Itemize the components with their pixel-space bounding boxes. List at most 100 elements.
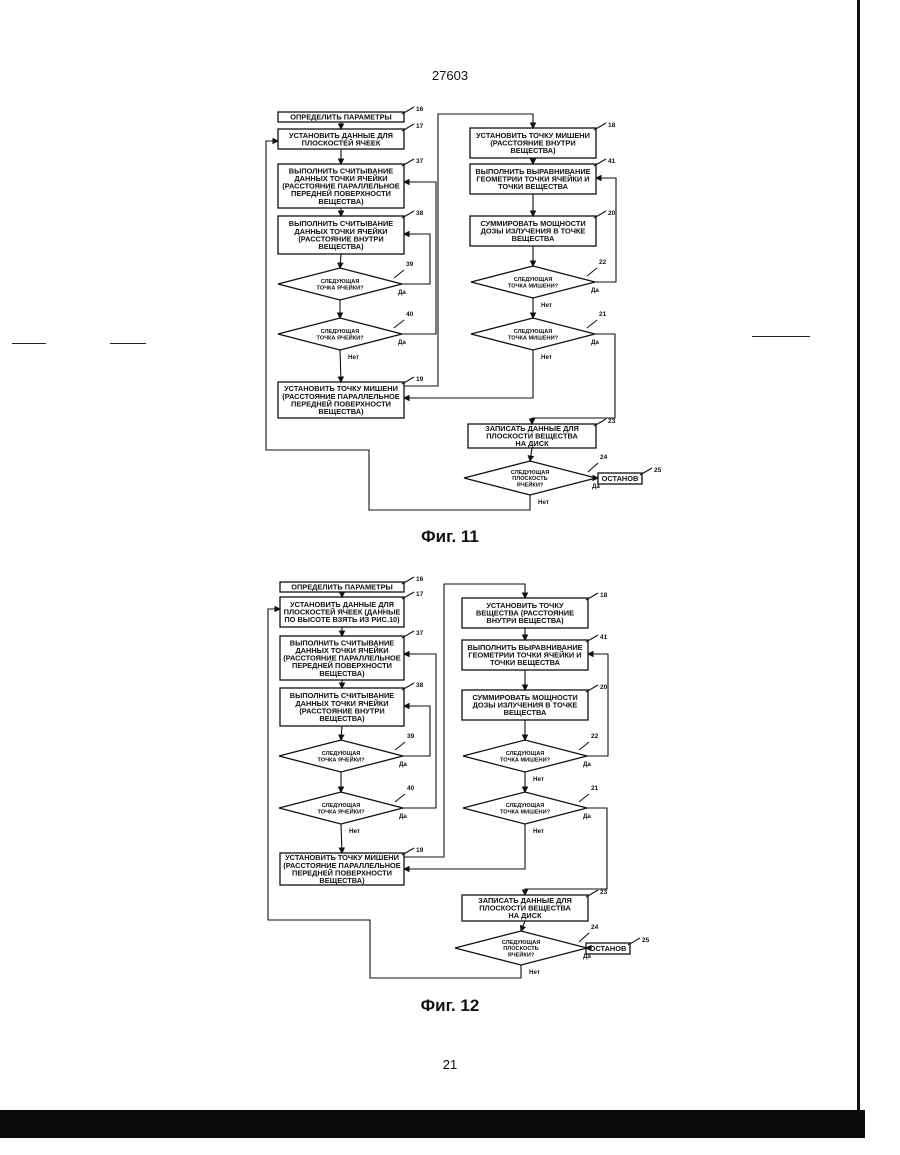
figure-caption-12: Фиг. 12: [0, 996, 900, 1016]
decision-diamond-24: СЛЕДУЮЩАЯПЛОСКОСТЬЯЧЕЙКИ?24ДаНет: [455, 924, 599, 976]
process-box-17: УСТАНОВИТЬ ДАННЫЕ ДЛЯПЛОСКОСТЕЙ ЯЧЕЕК (Д…: [280, 591, 424, 627]
ref-number: 24: [591, 924, 599, 931]
margin-dash-right: [752, 336, 810, 337]
yes-label: Да: [398, 339, 406, 346]
ref-leader: [594, 123, 606, 130]
process-box-23: ЗАПИСАТЬ ДАННЫЕ ДЛЯПЛОСКОСТИ ВЕЩЕСТВАНА …: [462, 889, 608, 921]
ref-leader: [588, 463, 598, 472]
process-box-37: ВЫПОЛНИТЬ СЧИТЫВАНИЕДАННЫХ ТОЧКИ ЯЧЕЙКИ(…: [280, 630, 424, 680]
diamond-text-line: ЯЧЕЙКИ?: [517, 481, 544, 489]
ref-leader: [594, 211, 606, 218]
scan-right-border: [857, 0, 860, 1110]
process-box-17: УСТАНОВИТЬ ДАННЫЕ ДЛЯПЛОСКОСТЕЙ ЯЧЕЕК17: [278, 123, 424, 149]
diamond-text-line: ТОЧКА МИШЕНИ?: [508, 283, 559, 289]
diamond-text-line: СЛЕДУЮЩАЯ: [514, 277, 553, 283]
yes-label: Да: [583, 761, 591, 768]
loop-back-38: [402, 234, 430, 284]
diamond-text-line: ТОЧКА МИШЕНИ?: [500, 809, 551, 815]
ref-number: 23: [600, 889, 608, 896]
ref-number: 25: [654, 467, 662, 474]
ref-leader: [395, 794, 405, 802]
diamond-text-line: ПЛОСКОСТЬ: [512, 476, 547, 482]
process-box-38: ВЫПОЛНИТЬ СЧИТЫВАНИЕДАННЫХ ТОЧКИ ЯЧЕЙКИ(…: [278, 210, 424, 254]
diamond-text-line: СЛЕДУЮЩАЯ: [514, 329, 553, 335]
flow-arrow: [521, 921, 525, 931]
yes-label: Да: [583, 953, 591, 960]
box-text-line: ВЕЩЕСТВА): [319, 669, 365, 678]
ref-leader: [587, 320, 597, 328]
diamond-text-line: ПЛОСКОСТЬ: [503, 946, 538, 952]
diamond-text-line: СЛЕДУЮЩАЯ: [506, 751, 545, 757]
flow-arrow: [340, 350, 341, 382]
no-label: Нет: [348, 354, 359, 361]
decision-diamond-21: СЛЕДУЮЩАЯТОЧКА МИШЕНИ?21ДаНет: [471, 311, 607, 361]
ref-number: 20: [600, 684, 608, 691]
no-label: Нет: [538, 499, 549, 506]
ref-leader: [402, 107, 414, 114]
yes-label: Да: [399, 813, 407, 820]
diamond-text-line: ТОЧКА ЯЧЕЙКИ?: [317, 807, 365, 815]
ref-leader: [594, 419, 606, 426]
process-box-38: ВЫПОЛНИТЬ СЧИТЫВАНИЕДАННЫХ ТОЧКИ ЯЧЕЙКИ(…: [280, 682, 424, 726]
ref-leader: [586, 593, 598, 600]
ref-leader: [402, 577, 414, 584]
process-box-19: УСТАНОВИТЬ ТОЧКУ МИШЕНИ(РАССТОЯНИЕ ПАРАЛ…: [278, 376, 424, 418]
ref-leader: [640, 468, 652, 475]
ref-number: 20: [608, 210, 616, 217]
yes-label: Да: [398, 289, 406, 296]
decision-diamond-40: СЛЕДУЮЩАЯТОЧКА ЯЧЕЙКИ?40ДаНет: [279, 785, 415, 835]
box-text-line: ВЕЩЕСТВА): [318, 407, 364, 416]
ref-leader: [402, 848, 414, 855]
ref-number: 37: [416, 158, 424, 165]
yes-label: Да: [591, 287, 599, 294]
box-text-line: ОПРЕДЕЛИТЬ ПАРАМЕТРЫ: [291, 583, 393, 592]
diamond-text-line: ЯЧЕЙКИ?: [508, 951, 535, 959]
box-text-line: ВЕЩЕСТВА): [318, 242, 364, 251]
process-box-20: СУММИРОВАТЬ МОЩНОСТИДОЗЫ ИЗЛУЧЕНИЯ В ТОЧ…: [462, 684, 608, 720]
ref-leader: [395, 742, 405, 750]
ref-leader: [394, 320, 404, 328]
process-box-37: ВЫПОЛНИТЬ СЧИТЫВАНИЕДАННЫХ ТОЧКИ ЯЧЕЙКИ(…: [278, 158, 424, 208]
box-text-line: ВЕЩЕСТВА): [318, 197, 364, 206]
ref-leader: [402, 159, 414, 166]
box-text-line: ВЕЩЕСТВА): [510, 146, 556, 155]
ref-leader: [586, 685, 598, 692]
process-box-19: УСТАНОВИТЬ ТОЧКУ МИШЕНИ(РАССТОЯНИЕ ПАРАЛ…: [280, 847, 424, 885]
ref-number: 18: [608, 122, 616, 129]
loop-back-38: [403, 706, 430, 756]
process-box-41: ВЫПОЛНИТЬ ВЫРАВНИВАНИЕГЕОМЕТРИИ ТОЧКИ ЯЧ…: [470, 158, 616, 194]
no-label: Нет: [533, 828, 544, 835]
diamond-text-line: СЛЕДУЮЩАЯ: [502, 940, 541, 946]
box-text-line: ТОЧКИ ВЕЩЕСТВА: [498, 182, 569, 191]
page-number-bottom: 21: [0, 1057, 900, 1072]
process-box-18: УСТАНОВИТЬ ТОЧКУВЕЩЕСТВА (РАССТОЯНИЕВНУТ…: [462, 592, 608, 628]
box-text-line: ВНУТРИ ВЕЩЕСТВА): [486, 616, 564, 625]
box-text-line: ВЕЩЕСТВА): [319, 714, 365, 723]
box-text-line: ОПРЕДЕЛИТЬ ПАРАМЕТРЫ: [290, 113, 392, 122]
yes-label: Да: [592, 483, 600, 490]
decision-diamond-21: СЛЕДУЮЩАЯТОЧКА МИШЕНИ?21ДаНет: [463, 785, 599, 835]
ref-leader: [594, 159, 606, 166]
margin-dash-left-2: [110, 343, 146, 344]
process-box-25: ОСТАНОВ25: [586, 937, 650, 954]
flowchart-fig-11: ОПРЕДЕЛИТЬ ПАРАМЕТРЫ 16УСТАНОВИТЬ ДАННЫЕ …: [0, 100, 900, 520]
ref-leader: [579, 794, 589, 802]
ref-leader: [402, 592, 414, 599]
box-text-line: НА ДИСК: [515, 439, 549, 448]
ref-number: 17: [416, 123, 424, 130]
diamond-text-line: СЛЕДУЮЩАЯ: [322, 751, 361, 757]
no-label: Нет: [349, 828, 360, 835]
box-text-line: ОСТАНОВ: [602, 474, 639, 483]
process-box-25: ОСТАНОВ 25: [598, 467, 662, 484]
ref-number: 16: [416, 576, 424, 583]
ref-leader: [402, 631, 414, 638]
figure-caption-11: Фиг. 11: [0, 527, 900, 547]
no-label: Нет: [533, 776, 544, 783]
ref-number: 16: [416, 106, 424, 113]
ref-leader: [628, 938, 640, 945]
ref-number: 37: [416, 630, 424, 637]
box-text-line: ВЕЩЕСТВА: [504, 708, 547, 717]
ref-leader: [586, 635, 598, 642]
diamond-text-line: ТОЧКА ЯЧЕЙКИ?: [316, 283, 364, 291]
ref-leader: [579, 742, 589, 750]
